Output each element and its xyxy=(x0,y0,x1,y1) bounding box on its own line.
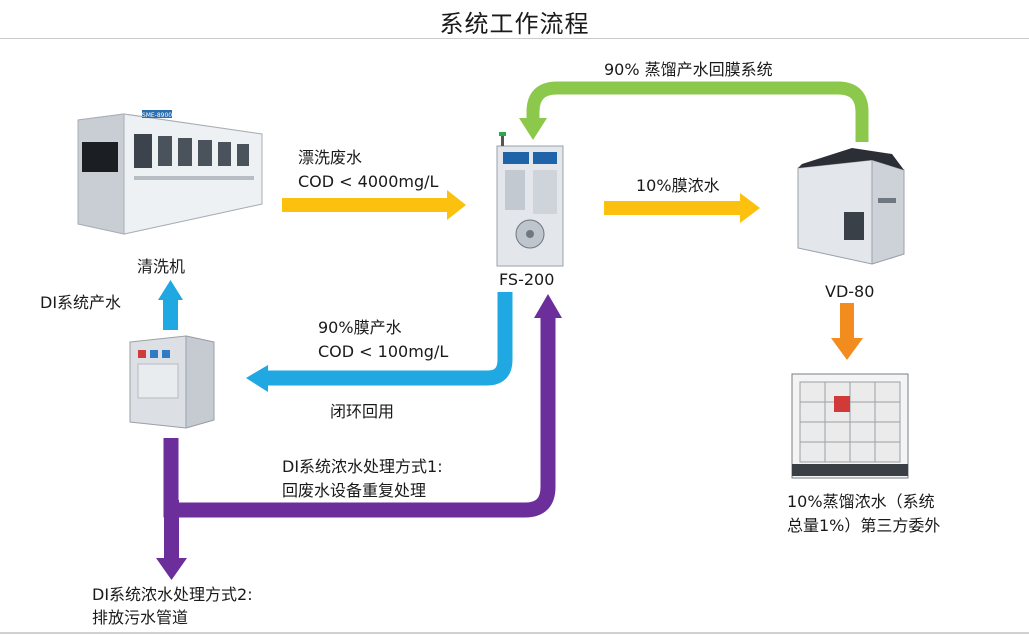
diagram-title: 系统工作流程 xyxy=(439,10,590,38)
di-product-arrowhead xyxy=(158,280,183,300)
di-method2-detail: 排放污水管道 xyxy=(92,608,189,627)
di-method2-label: DI系统浓水处理方式2: xyxy=(92,585,253,604)
di-product-label: DI系统产水 xyxy=(40,293,122,312)
distillate-return-label: 90% 蒸馏产水回膜系统 xyxy=(604,60,773,79)
title-divider xyxy=(0,38,1029,39)
rinse-waste-cod: COD < 4000mg/L xyxy=(298,172,439,191)
closed-loop-label: 闭环回用 xyxy=(330,402,395,421)
distillate-return-arrow xyxy=(526,81,869,142)
rinse-waste-label: 漂洗废水 xyxy=(298,148,363,167)
bottom-divider xyxy=(0,632,1029,634)
membrane-product-label: 90%膜产水 xyxy=(318,318,402,337)
di-method1-detail: 回废水设备重复处理 xyxy=(282,481,427,500)
fs200-label: FS-200 xyxy=(499,270,555,289)
concentrate-label: 10%膜浓水 xyxy=(636,176,720,195)
di-method1-arrow xyxy=(163,318,556,518)
distillate-return-arrowhead xyxy=(519,118,547,140)
membrane-product-cod: COD < 100mg/L xyxy=(318,342,449,361)
tank-label-line2: 总量1%）第三方委外 xyxy=(787,516,941,535)
di-method2-arrowhead xyxy=(156,558,187,580)
vd80-machine-image xyxy=(797,148,905,265)
membrane-product-arrowhead xyxy=(246,365,268,392)
rinse-waste-arrow xyxy=(282,190,466,220)
di-method2-shaft xyxy=(164,500,179,560)
vd80-label: VD-80 xyxy=(825,282,875,301)
ibc-tank-image xyxy=(791,373,909,479)
di-unit-image xyxy=(129,335,215,429)
washer-badge: SME-8900 xyxy=(142,112,172,119)
di-product-shaft xyxy=(163,300,178,330)
washer-label: 清洗机 xyxy=(137,257,186,276)
concentrate-to-tank-shaft xyxy=(840,303,854,339)
concentrate-arrow xyxy=(604,193,760,223)
tank-label-line1: 10%蒸馏浓水（系统 xyxy=(787,492,935,511)
concentrate-to-tank-arrowhead xyxy=(831,338,863,360)
washer-machine-image: SME-8900 xyxy=(77,110,263,235)
di-method1-label: DI系统浓水处理方式1: xyxy=(282,457,443,476)
di-method1-arrowhead xyxy=(534,294,562,318)
membrane-product-arrow xyxy=(268,292,513,386)
fs200-machine-image xyxy=(496,132,564,267)
